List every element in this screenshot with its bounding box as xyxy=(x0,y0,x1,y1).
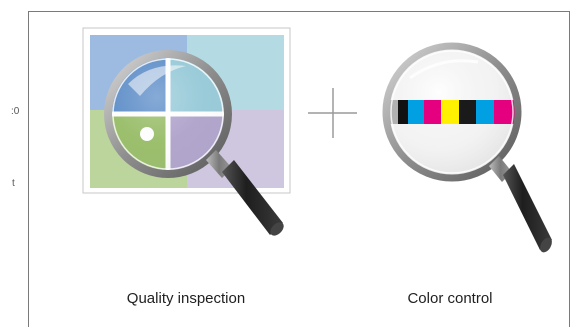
color-bar-magenta xyxy=(424,100,441,124)
color-bar-magenta-2 xyxy=(494,100,518,124)
plus-icon xyxy=(308,88,357,138)
magnifier-icon xyxy=(104,50,284,236)
color-bar-black-2 xyxy=(459,100,476,124)
color-bar-black xyxy=(398,100,408,124)
caption-quality-inspection: Quality inspection xyxy=(126,290,246,307)
side-fragment-2: t xyxy=(12,178,15,189)
caption-color-control: Color control xyxy=(407,290,493,307)
color-bar-yellow xyxy=(441,100,459,124)
magnifier-icon xyxy=(382,42,552,253)
side-fragment-1: :0 xyxy=(11,106,20,117)
left-margin: :0 t xyxy=(0,0,27,327)
color-bar-cyan-2 xyxy=(476,100,494,124)
color-bar xyxy=(386,100,518,124)
color-bar-cyan xyxy=(408,100,424,124)
